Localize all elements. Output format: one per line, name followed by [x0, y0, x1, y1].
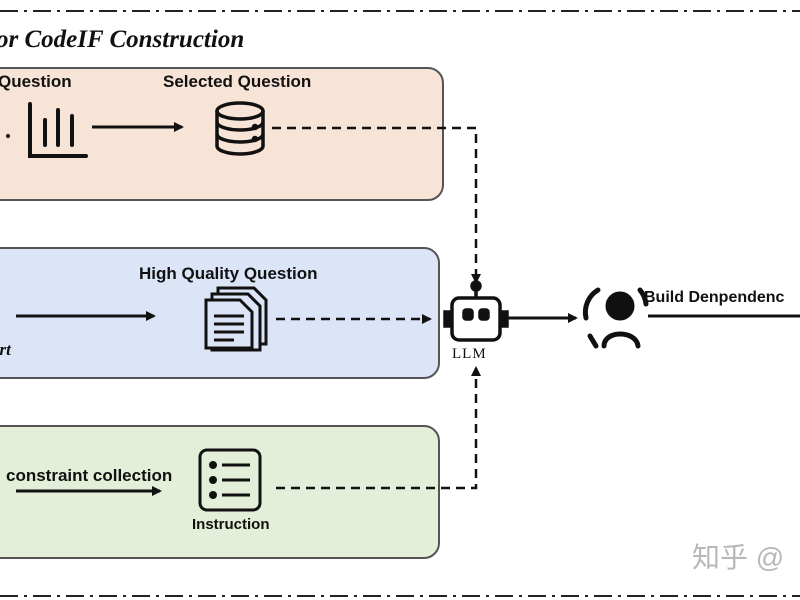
high-quality-question-label: High Quality Question	[139, 264, 318, 283]
database-icon	[215, 101, 265, 156]
instruction-label: Instruction	[192, 516, 270, 533]
build-dependency-label: Build Denpendenc	[644, 289, 785, 306]
list-icon	[198, 448, 262, 512]
bar-chart-icon	[28, 102, 88, 158]
llm-label: LLM	[452, 346, 487, 362]
diagram-title: or CodeIF Construction	[0, 26, 245, 53]
dashed-list-to-llm	[276, 366, 481, 490]
user-icon	[582, 287, 649, 349]
expert-label: ert	[0, 340, 11, 359]
ellipsis-dot	[6, 134, 10, 138]
robot-icon	[443, 280, 509, 342]
selected-question-label: Selected Question	[163, 72, 312, 91]
question-label: Question	[0, 72, 72, 91]
constraint-collection-label: constraint collection	[6, 466, 173, 485]
watermark: 知乎 @	[692, 542, 785, 573]
panel-quality-check	[0, 247, 440, 379]
dashed-db-to-llm	[272, 126, 481, 284]
documents-icon	[204, 286, 268, 352]
